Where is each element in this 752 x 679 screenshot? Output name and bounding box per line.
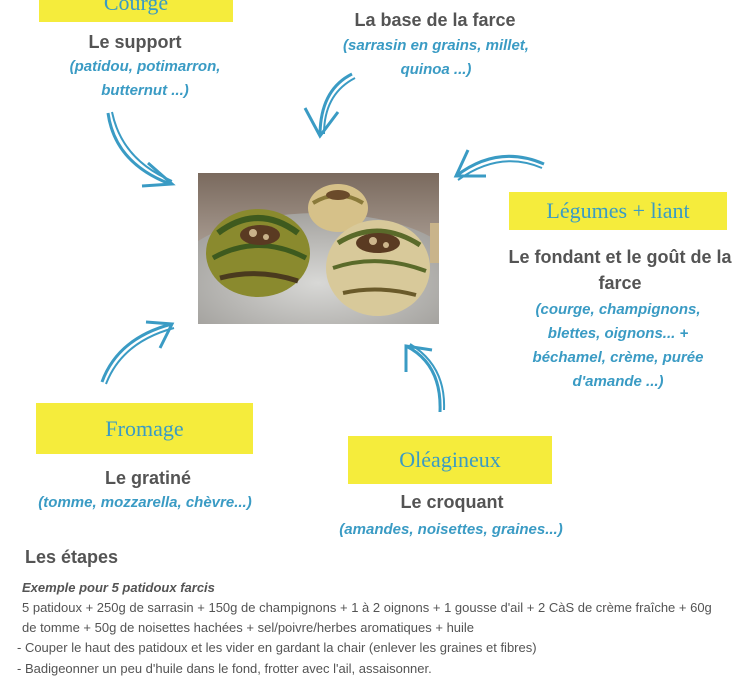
legumes-detail: (courge, champignons, blettes, oignons..… bbox=[532, 301, 704, 390]
fromage-label: Fromage bbox=[36, 403, 253, 454]
fromage-title: Le gratiné bbox=[104, 468, 192, 488]
courge-title: Le support bbox=[88, 32, 182, 52]
ingredients-text: 5 patidoux + 250g de sarrasin + 150g de … bbox=[22, 600, 712, 635]
arrow-from-base-icon bbox=[303, 72, 356, 139]
example-title: Exemple pour 5 patidoux farcis bbox=[22, 580, 215, 595]
step-item: - Badigeonner un peu d'huile dans le fon… bbox=[17, 661, 432, 676]
oleagineux-title: Le croquant bbox=[400, 492, 504, 512]
oleagineux-detail: (amandes, noisettes, graines...) bbox=[339, 521, 563, 538]
base-title: La base de la farce bbox=[354, 10, 516, 30]
steps-heading: Les étapes bbox=[25, 547, 119, 567]
arrow-from-legumes-icon bbox=[453, 149, 545, 181]
arrow-from-oleagineux-icon bbox=[404, 343, 446, 413]
step-item: - Couper le haut des patidoux et les vid… bbox=[17, 640, 537, 655]
arrow-from-courge-icon bbox=[106, 111, 176, 188]
courge-label: Courge bbox=[39, 0, 233, 22]
arrow-from-fromage-icon bbox=[100, 320, 175, 385]
base-detail: (sarrasin en grains, millet, quinoa ...) bbox=[343, 37, 529, 78]
stuffed-squash-photo bbox=[198, 173, 439, 324]
legumes-label: Légumes + liant bbox=[509, 192, 727, 230]
oleagineux-label: Oléagineux bbox=[348, 436, 552, 484]
fromage-detail: (tomme, mozzarella, chèvre...) bbox=[38, 494, 252, 511]
courge-detail: (patidou, potimarron, butternut ...) bbox=[69, 58, 221, 99]
legumes-title: Le fondant et le goût de la farce bbox=[508, 247, 732, 293]
